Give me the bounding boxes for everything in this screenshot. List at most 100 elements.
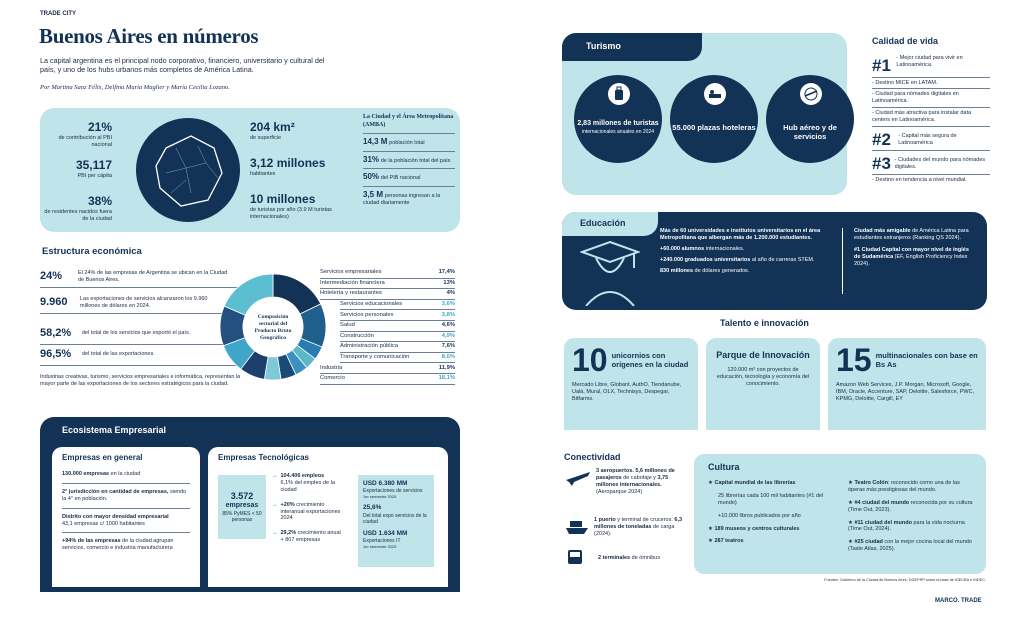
q1: - Mejor ciudad para vivir en Latinoaméri… [896,55,963,69]
edu-p3-text: al año de carreras STEM. [750,256,815,263]
econ-exports-value: 9.960 [40,296,68,308]
x3-bold: USD 1.634 MM [363,530,408,537]
sector-donut-chart: Composición sectorial del Producto Bruto… [218,272,328,382]
legend-label: Comercio [320,375,345,382]
multinationals-list: Amazon Web Services, J.P. Morgan, Micros… [836,382,975,402]
tech-total-box: 3.572 empresas 85% PyMES < 50 personas [218,475,266,539]
unicorns-card: 10 unicornios con orígenes en la ciudad … [564,338,698,430]
legend-row: Industria 11,9% [320,363,455,375]
multinationals-heading: multinacionales con base en Bs As [875,350,978,369]
quality-title: Calidad de vida [872,36,939,46]
amba-pop-text: población total [389,140,425,146]
amba-pib-value: 50% [363,172,380,181]
t2-bold: +20% [280,501,295,508]
culture-r3-bold: #11 ciudad del mundo [854,519,912,526]
g4-bold: +94% de las empresas [62,538,121,545]
culture-r1-text: : reconocido como una de las óperas más … [848,480,960,493]
amba-share-text: de la población total del país [380,157,451,164]
con-c1-bold2: 3,75 millones internacionales. [596,474,669,488]
tech-companies-card: Empresas Tecnológicas 3.572 empresas 85%… [208,447,448,587]
stat-area-text: de superficie [250,135,282,141]
airplane-globe-icon [800,83,822,105]
amba-pop-value: 14,3 M [363,137,388,146]
legend-label: Servicios empresariales [320,269,382,276]
stat-area-value: 204 km² [250,120,295,134]
x3-sub: 1er semestre 2025 [363,544,397,550]
unicorns-count: 10 [572,342,608,378]
tech-total-value: 3.572 [230,491,254,501]
education-stats: Más de 60 universidades e institutos uni… [660,228,832,274]
donut-center-label: Composición sectorial del Producto Bruto… [254,314,292,341]
culture-r2-bold: #4 ciudad del mundo [854,499,910,506]
talent-title: Talento e innovación [720,318,809,328]
rank-2: #2 [872,129,891,149]
culture-r4-bold: #25 ciudad [854,539,883,546]
q4: - Ciudad más atractiva para instalar dat… [872,107,990,126]
page-title: Buenos Aires en números [39,24,259,48]
authors: Por Martina Sanz Félix, Delfina María Ma… [40,84,230,91]
x1-sub: 1er semestre 2025 [363,494,397,500]
g1-text: en la ciudad [109,471,141,477]
legend-label: Servicios personales [340,311,394,318]
x1-text: Exportaciones de servicios [363,488,423,495]
econ-services-text: del total de los servicios que exportó e… [82,330,191,337]
q2: - Destino MICE en LATAM. [872,76,990,89]
con-c2-text2: de carga (2024). [594,523,675,537]
tech-companies-title: Empresas Tecnológicas [218,453,309,462]
g2-bold: 2° jurisdicción en cantidad de empresas, [62,488,169,495]
culture-l1a: 25 librerías cada 100 mil habitantes (#1… [718,492,824,506]
edu-p2-text: internacionales. [704,245,745,252]
edu-r1-text: de América Latina para estudiantes extra… [854,228,969,241]
edu-p3-bold: +240.000 graduados universitarios [660,256,751,263]
con-c1-bold: 3 aeropuertos. 5,6 millones de pasajeros [596,468,675,481]
stat-tourists-value: 10 millones [250,192,316,206]
x2-bold: 25,6% [363,504,382,512]
econ-services-value: 58,2% [40,327,72,339]
legend-label: Industria [320,364,343,371]
connectivity-title: Conectividad [564,452,621,462]
econ-exports-text: Las exportaciones de servicios alcanzaro… [80,296,208,309]
donut-svg [219,273,327,381]
luggage-icon [608,83,630,105]
amba-share-value: 31% [363,154,380,164]
econ-total-text: del total de las exportaciones. [82,351,155,358]
map-outline-icon [155,135,223,207]
tourism-tourists-text: internacionales anuales en 2024 [582,128,654,135]
con-c3-text: de ómnibus [630,554,661,561]
econ-companies-value: 24% [40,270,63,282]
culture-r3-text: para la vida nocturna (Time Out, 2024). [848,519,965,533]
econ-companies-text: El 24% de las empresas de Argentina se u… [78,270,228,283]
multinationals-card: 15 multinacionales con base en Bs As Ama… [828,338,986,430]
stat-residents-value: 38% [87,194,112,208]
culture-title: Cultura [708,462,740,472]
legend-value: 11,9% [438,364,455,371]
legend-label: Intermediación financiera [320,279,385,286]
innovation-park-text: 120.000 m² con proyectos de educación, t… [716,367,810,387]
con-c3-bold: 2 terminales [598,554,631,561]
econ-total-value: 96,5% [40,348,72,360]
multinationals-count: 15 [836,342,872,378]
innovation-park-card: Parque de Innovación 120.000 m² con proy… [706,338,820,430]
g3-text: 43,1 empresas c/ 1000 habitantes [62,520,145,527]
tourism-circle-hub: Hub aéreo y de servicios [766,75,854,163]
edu-p2-bold: +60.000 alumnos [660,245,705,252]
legend-value: 4,6% [441,322,455,329]
education-title: Educación [562,212,658,236]
tourism-circle-tourists: 2,83 millones de turistas internacionale… [574,75,662,163]
legend-value: 7,6% [441,343,455,350]
legend-value: 3,6% [441,301,455,308]
econ-title: Estructura económica [42,246,142,257]
tourism-hub-value: Hub aéreo y de servicios [783,123,837,142]
edu-r2-text: (EF, English Proficiency Index 2024). [854,253,968,267]
con-c1-text: (Aeroparque 2024) [596,488,643,495]
city-map [136,118,240,222]
culture-l1: Capital mundial de las librerías [714,480,796,486]
stat-gdp-text: de contribución al PBI nacional [58,135,112,148]
q5: - Capital más segura de Latinoamérica [898,132,957,146]
